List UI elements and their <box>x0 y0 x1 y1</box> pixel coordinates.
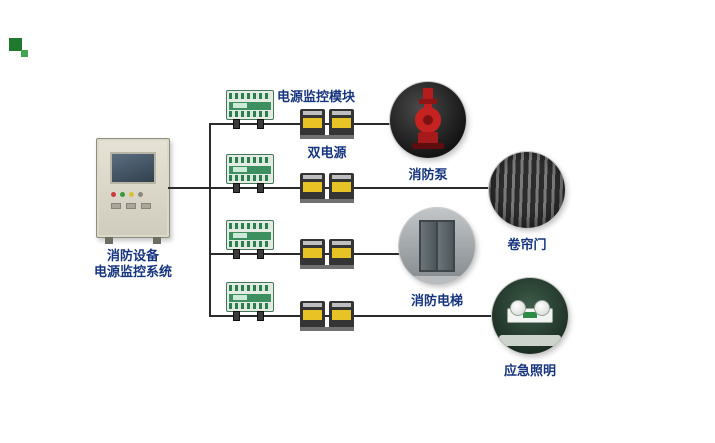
emergency-lamp-left-icon <box>510 300 526 316</box>
cabinet-label-line1: 消防设备 <box>106 248 160 263</box>
device-label-emergency-light: 应急照明 <box>503 363 557 378</box>
power-monitor-module-2 <box>226 154 274 184</box>
wire-connector <box>233 249 240 259</box>
power-monitor-module-4 <box>226 282 274 312</box>
power-monitor-module-3 <box>226 220 274 250</box>
rolling-door-photo <box>489 152 565 228</box>
dual-power-label: 双电源 <box>307 145 347 160</box>
wire-connector <box>233 183 240 193</box>
fire-elevator-photo <box>399 208 475 284</box>
cabinet-label-line2: 电源监控系统 <box>93 264 173 279</box>
wire-connector <box>257 311 264 321</box>
cabinet-screen <box>110 152 156 184</box>
emergency-light-tag <box>523 312 537 318</box>
cabinet-indicators <box>111 192 143 197</box>
module-label: 电源监控模块 <box>276 89 356 104</box>
wire-connector <box>257 249 264 259</box>
wire-cabinet-to-bus <box>168 187 212 189</box>
emergency-lamp-right-icon <box>534 300 550 316</box>
device-label-fire-pump: 消防泵 <box>408 167 448 182</box>
emergency-light-photo <box>492 278 568 354</box>
device-label-rolling-door: 卷帘门 <box>507 237 547 252</box>
power-monitor-module-1 <box>226 90 274 120</box>
device-label-fire-elevator: 消防电梯 <box>410 293 464 308</box>
decor-square-icon <box>9 38 22 51</box>
control-cabinet <box>96 138 170 244</box>
dual-power-switch-4 <box>300 301 354 331</box>
wire-connector <box>257 119 264 129</box>
wire-connector <box>257 183 264 193</box>
dual-power-switch-1 <box>300 109 354 139</box>
fire-pump-image <box>412 88 444 149</box>
decor-square-small-icon <box>21 50 28 57</box>
cabinet-leg <box>153 237 161 244</box>
elevator-frame <box>419 220 455 272</box>
dual-power-switch-3 <box>300 239 354 269</box>
bus-line <box>209 123 211 317</box>
wire-connector <box>233 311 240 321</box>
fire-pump-photo <box>390 82 466 158</box>
cabinet-leg <box>105 237 113 244</box>
wire-connector <box>233 119 240 129</box>
cabinet-buttons <box>111 203 151 209</box>
dual-power-switch-2 <box>300 173 354 203</box>
emergency-light-base <box>499 335 561 346</box>
